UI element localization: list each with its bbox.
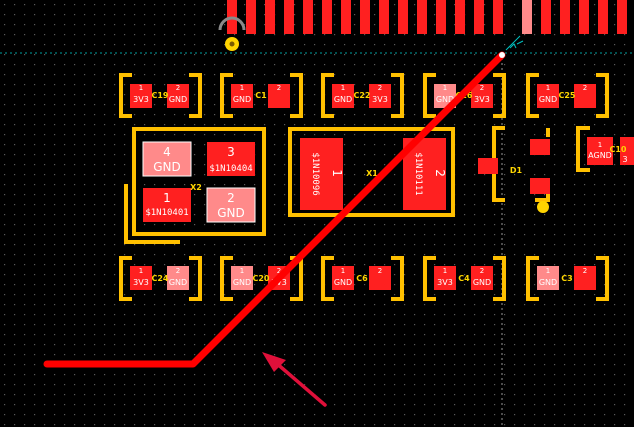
pad-number: 2	[378, 267, 382, 275]
designator: C1	[255, 91, 267, 100]
pad-net: 3V3	[133, 278, 149, 287]
pad-net: GND	[334, 278, 352, 287]
pad-net: $1N10111	[413, 152, 423, 195]
pad-net: GND	[169, 95, 187, 104]
designator: C10	[609, 145, 626, 154]
capacitor-c1[interactable]: 1 GND 2 C1	[220, 73, 303, 118]
pad-number: 2	[277, 84, 281, 92]
annotation-arrow	[262, 352, 327, 407]
diode-d1[interactable]: D1	[478, 126, 550, 213]
capacitor-c4[interactable]: 1 3V3 2 GND C4	[423, 256, 506, 301]
designator: C3	[561, 274, 572, 283]
pad-net: GND	[169, 278, 187, 287]
capacitor-c22[interactable]: 1 GND 2 3V3 C22	[321, 73, 404, 118]
pad-number: 2	[480, 84, 484, 92]
pad-number: 2	[277, 267, 281, 275]
crystal-x2[interactable]: 4 GND 3 $1N10404 1 $1N10401 2 GND X2	[124, 127, 266, 244]
pad-net: GND	[153, 160, 181, 174]
capacitor-c25[interactable]: 1 GND 2 C25	[526, 73, 609, 118]
header-pins	[227, 0, 627, 34]
pad-net: GND	[233, 278, 251, 287]
pad-number: 1	[139, 84, 143, 92]
pad-number: 1	[163, 191, 171, 205]
pad-net: 3V3	[437, 278, 453, 287]
pad-number: 1	[330, 169, 344, 177]
capacitor-c24[interactable]: 1 3V3 2 GND C24	[119, 256, 202, 301]
designator: D1	[510, 166, 523, 175]
pad-net: GND	[436, 95, 454, 104]
pad-net: GND	[334, 95, 352, 104]
pad-net: GND	[233, 95, 251, 104]
designator: X1	[366, 169, 378, 178]
pad-net: 3	[622, 155, 627, 164]
pad-number: 2	[583, 84, 587, 92]
pad-number: 1	[240, 267, 244, 275]
designator: C25	[558, 91, 575, 100]
pad-net: GND	[539, 95, 557, 104]
capacitor-c10[interactable]: 1 AGND 3 C10	[576, 126, 634, 172]
pad-number: 2	[583, 267, 587, 275]
pad-net: 3V3	[474, 95, 490, 104]
routed-track[interactable]	[43, 51, 506, 368]
designator: C6	[356, 274, 368, 283]
routing-cursor	[499, 35, 524, 58]
capacitor-c3[interactable]: 1 GND 2 C3	[526, 256, 609, 301]
designator: C4	[458, 274, 470, 283]
designator: X2	[190, 183, 202, 192]
crystal-x1[interactable]: 1 $1N10096 2 $1N10111 X1	[288, 127, 455, 217]
pin1-marker-arc	[218, 16, 246, 31]
pad-number: 1	[598, 141, 602, 149]
pad-number: 1	[341, 84, 345, 92]
capacitor-c19[interactable]: 1 3V3 2 GND C19	[119, 73, 202, 118]
pad-net: AGND	[588, 151, 612, 160]
capacitor-c6[interactable]: 1 GND 2 C6	[321, 256, 404, 301]
via[interactable]	[537, 201, 549, 213]
pad-number: 2	[227, 191, 235, 205]
designator: C20	[252, 274, 269, 283]
pad-number: 1	[546, 84, 550, 92]
pad-net: GND	[473, 278, 491, 287]
pad-net: GND	[539, 278, 557, 287]
pad-net: $1N10404	[209, 164, 252, 174]
pad-number: 2	[433, 169, 447, 177]
pad-net: 3V3	[372, 95, 388, 104]
pad-number: 3	[227, 145, 235, 159]
pad-number: 2	[176, 267, 180, 275]
designator: C19	[151, 91, 168, 100]
pad-net: $1N10401	[145, 208, 188, 218]
pad-net: GND	[217, 206, 245, 220]
designator: C24	[151, 274, 168, 283]
pad-number: 2	[480, 267, 484, 275]
pad-number: 1	[341, 267, 345, 275]
pad-number: 1	[443, 84, 447, 92]
pad-net: $1N10096	[310, 152, 320, 195]
pad-number: 2	[176, 84, 180, 92]
pad-number: 2	[378, 84, 382, 92]
pad-number: 1	[240, 84, 244, 92]
pad-number: 4	[163, 145, 171, 159]
pad-number: 1	[139, 267, 143, 275]
pad-number: 1	[443, 267, 447, 275]
designator: C22	[353, 91, 370, 100]
pad-net: 3V3	[133, 95, 149, 104]
pad-number: 1	[546, 267, 550, 275]
